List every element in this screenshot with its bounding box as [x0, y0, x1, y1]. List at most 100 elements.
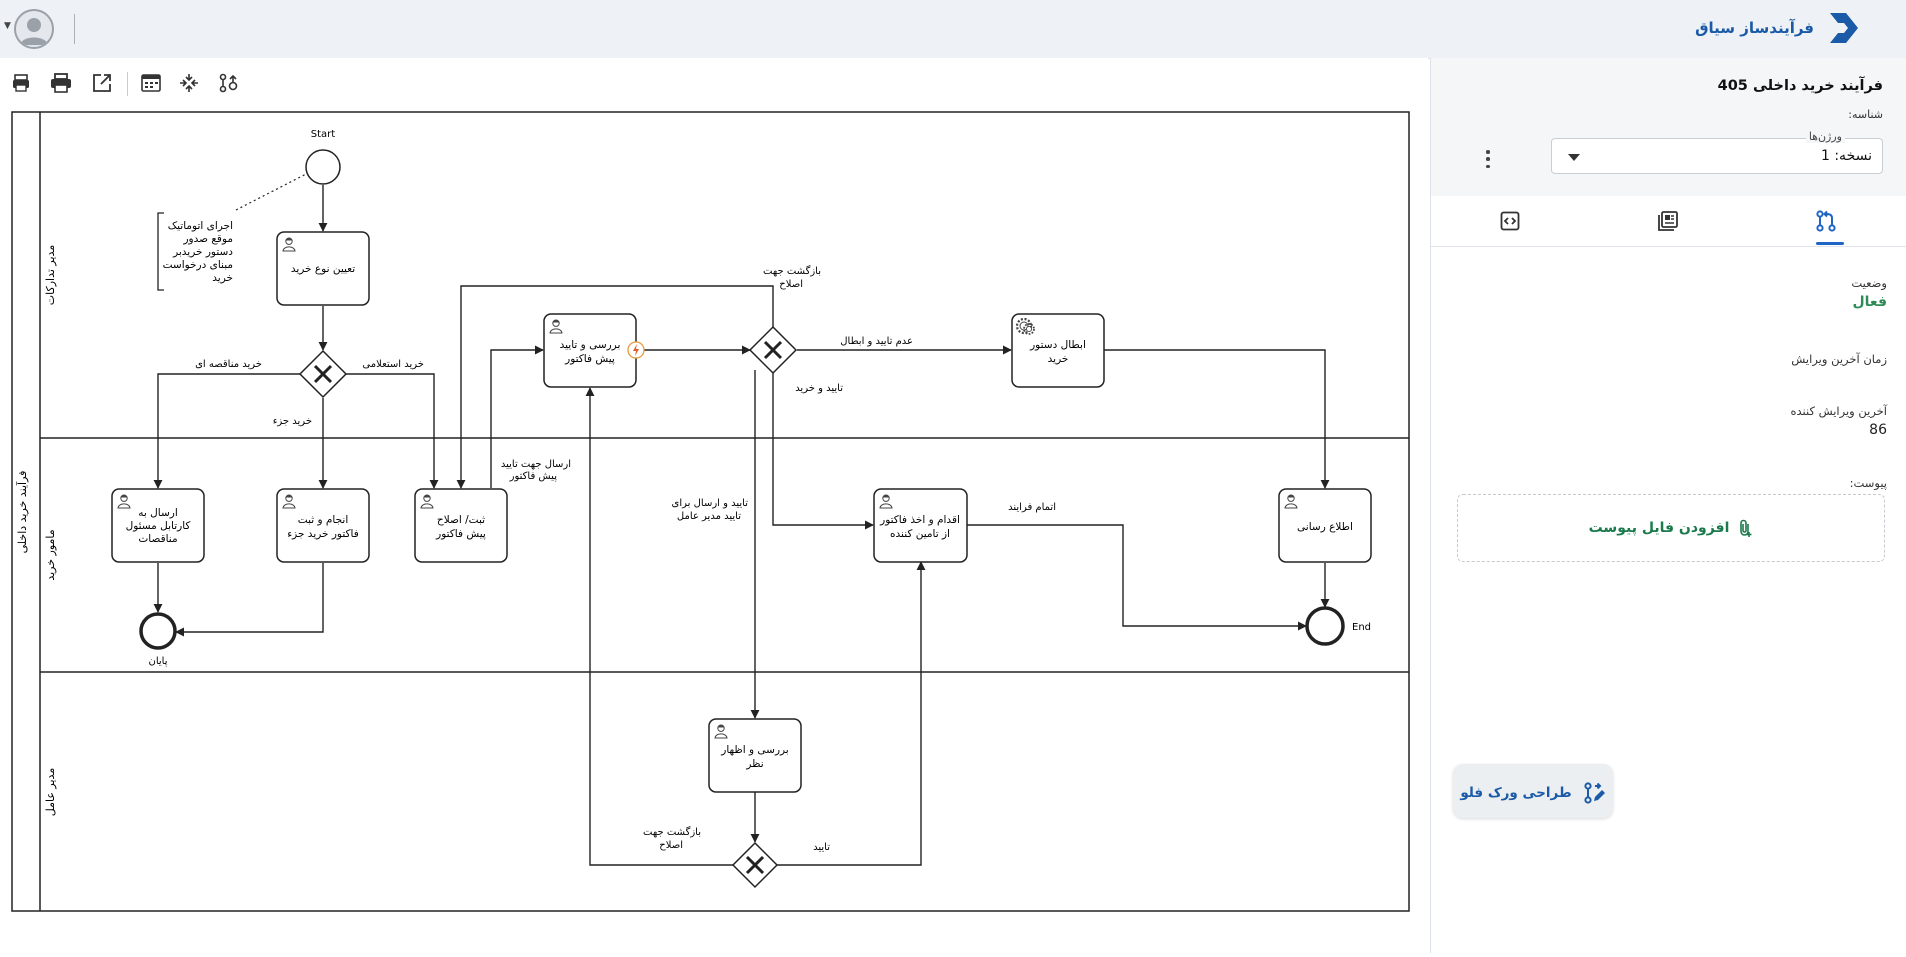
fit-view-icon [180, 74, 198, 92]
task-take-invoice[interactable]: اقدام و اخذ فاکتور از تامین کننده [873, 488, 968, 563]
print-icon [51, 73, 71, 93]
gateway-purchase-type[interactable] [298, 349, 348, 399]
task-notify[interactable]: اطلاع رسانی [1278, 488, 1372, 563]
end-event[interactable] [1305, 606, 1345, 646]
svg-text:کارتابل مسئول: کارتابل مسئول [126, 520, 191, 532]
svg-text:از تامین کننده: از تامین کننده [890, 528, 950, 540]
print-preview-icon [13, 74, 29, 92]
svg-text:دستور خریدبر: دستور خریدبر [172, 246, 233, 258]
svg-text:خرید: خرید [1048, 353, 1069, 365]
annotation-bracket [157, 212, 164, 291]
end-label: End [1352, 622, 1371, 633]
task-determine-type[interactable]: تعیین نوع خرید [276, 231, 370, 306]
flow-icon [1816, 210, 1836, 232]
avatar[interactable] [14, 9, 54, 49]
settings-flow-button[interactable] [215, 70, 241, 96]
tab-code[interactable] [1495, 206, 1525, 236]
flow-label-return-bottom-1: بازگشت جهت [643, 826, 701, 838]
svg-text:انجام و ثبت: انجام و ثبت [298, 514, 348, 526]
start-event[interactable] [305, 149, 341, 185]
gateway-ceo-decision[interactable] [731, 841, 779, 889]
diagram-canvas[interactable]: فرآیند خرید داخلی مدیر تدارکات مامور خری… [0, 108, 1428, 953]
flow-label-inquiry: خرید استعلامی [362, 359, 424, 370]
svg-text:پیش فاکتور: پیش فاکتور [564, 353, 615, 365]
svg-text:اجرای اتوماتیک: اجرای اتوماتیک [168, 220, 233, 232]
last-edit-time-label: زمان آخرین ویرایش [1791, 352, 1887, 366]
open-new-window-button[interactable] [89, 70, 115, 96]
app-name: فرآیندساز سیاق [1695, 19, 1814, 37]
version-value: نسخه: 1 [1820, 148, 1872, 164]
svg-text:ابطال دستور: ابطال دستور [1029, 339, 1086, 351]
svg-text:فاکتور خرید جزء: فاکتور خرید جزء [287, 528, 359, 540]
end-event-tender[interactable] [139, 612, 177, 650]
lane-label-purchasing-officer: مامور خرید [44, 529, 57, 580]
svg-text:اطلاع رسانی: اطلاع رسانی [1297, 521, 1353, 533]
task-review-proforma[interactable]: بررسی و تایید پیش فاکتور [543, 313, 645, 388]
last-editor-label: آخرین ویرایش کننده [1790, 404, 1887, 418]
gear-icon [1015, 317, 1035, 335]
flow-settings-icon [219, 73, 238, 93]
flow-label-send-approval-1: ارسال جهت تایید [501, 459, 571, 470]
lane-label-procurement-manager: مدیر تدارکات [44, 245, 57, 306]
print-button[interactable] [48, 70, 74, 96]
flow-label-small: خرید جزء [273, 416, 312, 427]
flow-label-return-top-1: بازگشت جهت [763, 265, 821, 277]
fit-view-button[interactable] [176, 70, 202, 96]
svg-text:پیش فاکتور: پیش فاکتور [435, 528, 486, 540]
flow-label-approve-send-ceo-1: تایید و ارسال برای [672, 498, 749, 509]
flow-label-send-approval-2: پیش فاکتور [509, 471, 558, 482]
flow-label-return-top-2: اصلاح [779, 279, 803, 290]
panel-tabs [1431, 196, 1906, 247]
task-small-purchase[interactable]: انجام و ثبت فاکتور خرید جزء [276, 488, 370, 563]
pool-label: فرآیند خرید داخلی [15, 471, 29, 554]
last-editor-value: 86 [1869, 422, 1887, 438]
status-value: فعال [1852, 294, 1887, 310]
design-workflow-button[interactable]: طراحی ورک فلو [1453, 764, 1613, 818]
diagram-toolbar [0, 58, 1428, 109]
task-cancel-order[interactable]: ابطال دستور خرید [1011, 313, 1105, 388]
app-logo[interactable]: فرآیندساز سیاق [1695, 8, 1862, 48]
end2-label: پایان [148, 656, 167, 667]
more-options-icon[interactable] [1483, 150, 1493, 168]
svg-text:موقع صدور: موقع صدور [182, 233, 233, 245]
toolbar-divider [127, 72, 128, 96]
top-bar: فرآیندساز سیاق ▼ [0, 0, 1906, 59]
annotation-text: اجرای اتوماتیک موقع صدور دستور خریدبر مب… [163, 220, 234, 284]
add-attachment-button[interactable]: افزودن فایل پیوست [1457, 494, 1885, 562]
status-label: وضعیت [1851, 276, 1887, 290]
svg-text:اقدام و اخذ فاکتور: اقدام و اخذ فاکتور [879, 514, 960, 526]
attachment-icon [1740, 519, 1752, 537]
task-register-proforma[interactable]: ثبت/ اصلاح پیش فاکتور [414, 488, 508, 563]
add-attachment-label: افزودن فایل پیوست [1588, 520, 1730, 536]
workflow-design-icon [1584, 782, 1605, 804]
svg-text:ارسال به: ارسال به [138, 507, 178, 519]
task-send-tender[interactable]: ارسال به کارتابل مسئول مناقصات [111, 488, 205, 563]
svg-text:تعیین نوع خرید: تعیین نوع خرید [291, 263, 355, 275]
properties-panel: فرآیند خرید داخلی 405 شناسه: ورژن‌ها نسخ… [1430, 58, 1906, 953]
user-icon [20, 18, 48, 45]
chevron-down-icon[interactable]: ▼ [4, 21, 11, 31]
form-button[interactable] [138, 70, 164, 96]
event-badge-icon [627, 341, 645, 359]
flow-label-approve-buy: تایید و خرید [795, 383, 843, 394]
start-label: Start [311, 129, 336, 140]
version-select[interactable]: نسخه: 1 [1551, 138, 1883, 174]
external-link-icon [93, 74, 111, 92]
tab-forms[interactable] [1653, 206, 1683, 236]
svg-text:نظر: نظر [745, 758, 763, 770]
forms-icon [1658, 211, 1678, 231]
form-icon [141, 74, 161, 92]
flow-label-approve-send-ceo-2: تایید مدیر عامل [677, 511, 741, 522]
gateway-review-decision[interactable] [748, 325, 798, 375]
process-header: فرآیند خرید داخلی 405 شناسه: ورژن‌ها نسخ… [1431, 58, 1906, 197]
flow-label-approve: تایید [813, 842, 830, 853]
save-button[interactable] [8, 70, 34, 96]
flow-label-tender: خرید مناقصه ای [195, 359, 262, 370]
flow-label-return-bottom-2: اصلاح [659, 840, 683, 851]
flow-labels: خرید مناقصه ای خرید استعلامی خرید جزء ار… [195, 265, 1056, 853]
svg-text:خرید: خرید [212, 272, 233, 284]
svg-text:ثبت/ اصلاح: ثبت/ اصلاح [437, 514, 485, 526]
code-icon [1500, 211, 1520, 231]
tab-flow[interactable] [1811, 206, 1841, 236]
task-ceo-review[interactable]: بررسی و اظهار نظر [708, 718, 802, 793]
